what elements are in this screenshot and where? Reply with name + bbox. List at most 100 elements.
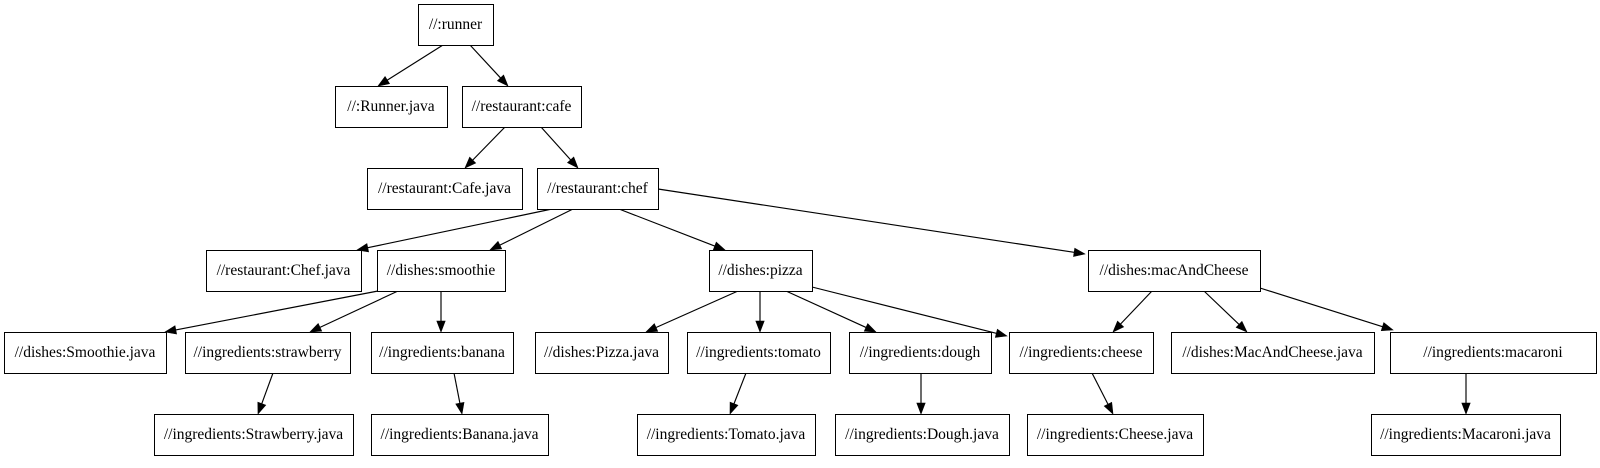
graph-node-chef_java[interactable]: //restaurant:Chef.java [206, 250, 362, 292]
node-rect[interactable] [1088, 250, 1261, 292]
graph-edge-arrowhead [916, 402, 926, 415]
node-label: //dishes:Smoothie.java [15, 344, 156, 361]
graph-edge-arrowhead [257, 401, 267, 415]
graph-edge-arrowhead [566, 156, 579, 169]
node-rect[interactable] [377, 250, 506, 292]
graph-edge-arrowhead [489, 240, 503, 251]
node-label: //ingredients:Banana.java [381, 426, 539, 443]
graph-node-dishes_smoothie[interactable]: //dishes:smoothie [377, 250, 506, 292]
graph-node-ing_dough[interactable]: //ingredients:dough [849, 332, 992, 374]
graph-node-runner[interactable]: //:runner [418, 4, 494, 46]
node-label: //ingredients:cheese [1019, 344, 1142, 361]
graph-edge [319, 290, 399, 328]
nodes-layer: //:runner //:Runner.java //restaurant:cafe… [4, 4, 1597, 456]
node-rect[interactable] [371, 332, 514, 374]
graph-edge [472, 126, 506, 161]
graph-edge-arrowhead [464, 156, 477, 169]
node-rect[interactable] [637, 414, 816, 456]
graph-edge [733, 372, 747, 404]
graph-edge [1259, 287, 1383, 328]
graph-node-cheese_java[interactable]: //ingredients:Cheese.java [1027, 414, 1204, 456]
graph-node-banana_java[interactable]: //ingredients:Banana.java [371, 414, 549, 456]
node-rect[interactable] [1027, 414, 1204, 456]
node-label: //restaurant:Chef.java [217, 262, 351, 279]
node-rect[interactable] [154, 414, 354, 456]
node-rect[interactable] [4, 332, 167, 374]
node-label: //ingredients:tomato [696, 344, 821, 361]
graph-node-restaurant_cafe[interactable]: //restaurant:cafe [462, 86, 582, 128]
node-label: //restaurant:cafe [472, 98, 572, 115]
graph-node-runner_java[interactable]: //:Runner.java [335, 86, 448, 128]
graph-node-smoothie_java[interactable]: //dishes:Smoothie.java [4, 332, 167, 374]
node-label: //ingredients:banana [379, 344, 505, 361]
graph-edge-arrowhead [994, 328, 1008, 338]
node-rect[interactable] [1009, 332, 1154, 374]
graph-edge-arrowhead [356, 243, 370, 253]
node-label: //ingredients:dough [860, 344, 981, 361]
graph-node-dough_java[interactable]: //ingredients:Dough.java [835, 414, 1010, 456]
graph-node-ing_banana[interactable]: //ingredients:banana [371, 332, 514, 374]
graph-edge [367, 208, 553, 249]
graph-node-tomato_java[interactable]: //ingredients:Tomato.java [637, 414, 816, 456]
graph-edge-arrowhead [1235, 320, 1248, 333]
graph-node-cafe_java[interactable]: //restaurant:Cafe.java [367, 168, 523, 210]
node-rect[interactable] [1390, 332, 1597, 374]
node-rect[interactable] [206, 250, 362, 292]
node-rect[interactable] [709, 250, 813, 292]
graph-edge [540, 126, 572, 161]
node-label: //ingredients:Strawberry.java [164, 426, 343, 443]
node-label: //ingredients:macaroni [1423, 344, 1563, 361]
node-rect[interactable] [335, 86, 448, 128]
graph-edge-arrowhead [496, 74, 509, 87]
node-label: //restaurant:Cafe.java [378, 180, 511, 197]
node-rect[interactable] [185, 332, 351, 374]
graph-node-restaurant_chef[interactable]: //restaurant:chef [537, 168, 659, 210]
graph-edge-arrowhead [455, 402, 465, 415]
graph-edge-arrowhead [645, 323, 659, 333]
node-label: //ingredients:strawberry [193, 344, 341, 361]
node-rect[interactable] [849, 332, 992, 374]
graph-node-strawberry_java[interactable]: //ingredients:Strawberry.java [154, 414, 354, 456]
graph-node-ing_strawberry[interactable]: //ingredients:strawberry [185, 332, 351, 374]
node-rect[interactable] [835, 414, 1010, 456]
graph-edge [175, 290, 379, 331]
graph-edge-arrowhead [755, 320, 765, 333]
node-rect[interactable] [418, 4, 494, 46]
graph-edge-arrowhead [1461, 402, 1471, 415]
graph-node-dishes_pizza[interactable]: //dishes:pizza [709, 250, 813, 292]
graph-edge-arrowhead [1380, 322, 1394, 332]
node-label: //:runner [429, 16, 483, 33]
graph-node-macandcheese_java[interactable]: //dishes:MacAndCheese.java [1171, 332, 1375, 374]
node-label: //:Runner.java [347, 98, 435, 115]
node-label: //dishes:macAndCheese [1100, 262, 1249, 279]
graph-node-ing_macaroni[interactable]: //ingredients:macaroni [1390, 332, 1597, 374]
node-rect[interactable] [537, 168, 659, 210]
node-rect[interactable] [462, 86, 582, 128]
graph-node-dishes_macandchz[interactable]: //dishes:macAndCheese [1088, 250, 1261, 292]
graph-edge-arrowhead [164, 325, 177, 335]
node-rect[interactable] [371, 414, 549, 456]
node-rect[interactable] [1171, 332, 1375, 374]
graph-node-macaroni_java[interactable]: //ingredients:Macaroni.java [1371, 414, 1561, 456]
node-rect[interactable] [1371, 414, 1561, 456]
node-label: //dishes:smoothie [387, 262, 496, 279]
graph-edge-arrowhead [436, 320, 446, 333]
graph-edge-arrowhead [1103, 401, 1114, 415]
edges-layer [164, 44, 1471, 415]
graph-node-pizza_java[interactable]: //dishes:Pizza.java [535, 332, 669, 374]
graph-node-ing_tomato[interactable]: //ingredients:tomato [687, 332, 831, 374]
node-rect[interactable] [367, 168, 523, 210]
graph-node-ing_cheese[interactable]: //ingredients:cheese [1009, 332, 1154, 374]
node-rect[interactable] [535, 332, 669, 374]
graph-edge [657, 188, 1075, 253]
graph-edge [453, 372, 461, 404]
node-rect[interactable] [687, 332, 831, 374]
graph-edge-arrowhead [309, 323, 323, 333]
node-label: //dishes:pizza [718, 262, 802, 279]
node-label: //dishes:Pizza.java [544, 344, 659, 361]
graph-edge [386, 44, 444, 81]
node-label: //ingredients:Cheese.java [1037, 426, 1193, 443]
node-label: //dishes:MacAndCheese.java [1182, 344, 1362, 361]
